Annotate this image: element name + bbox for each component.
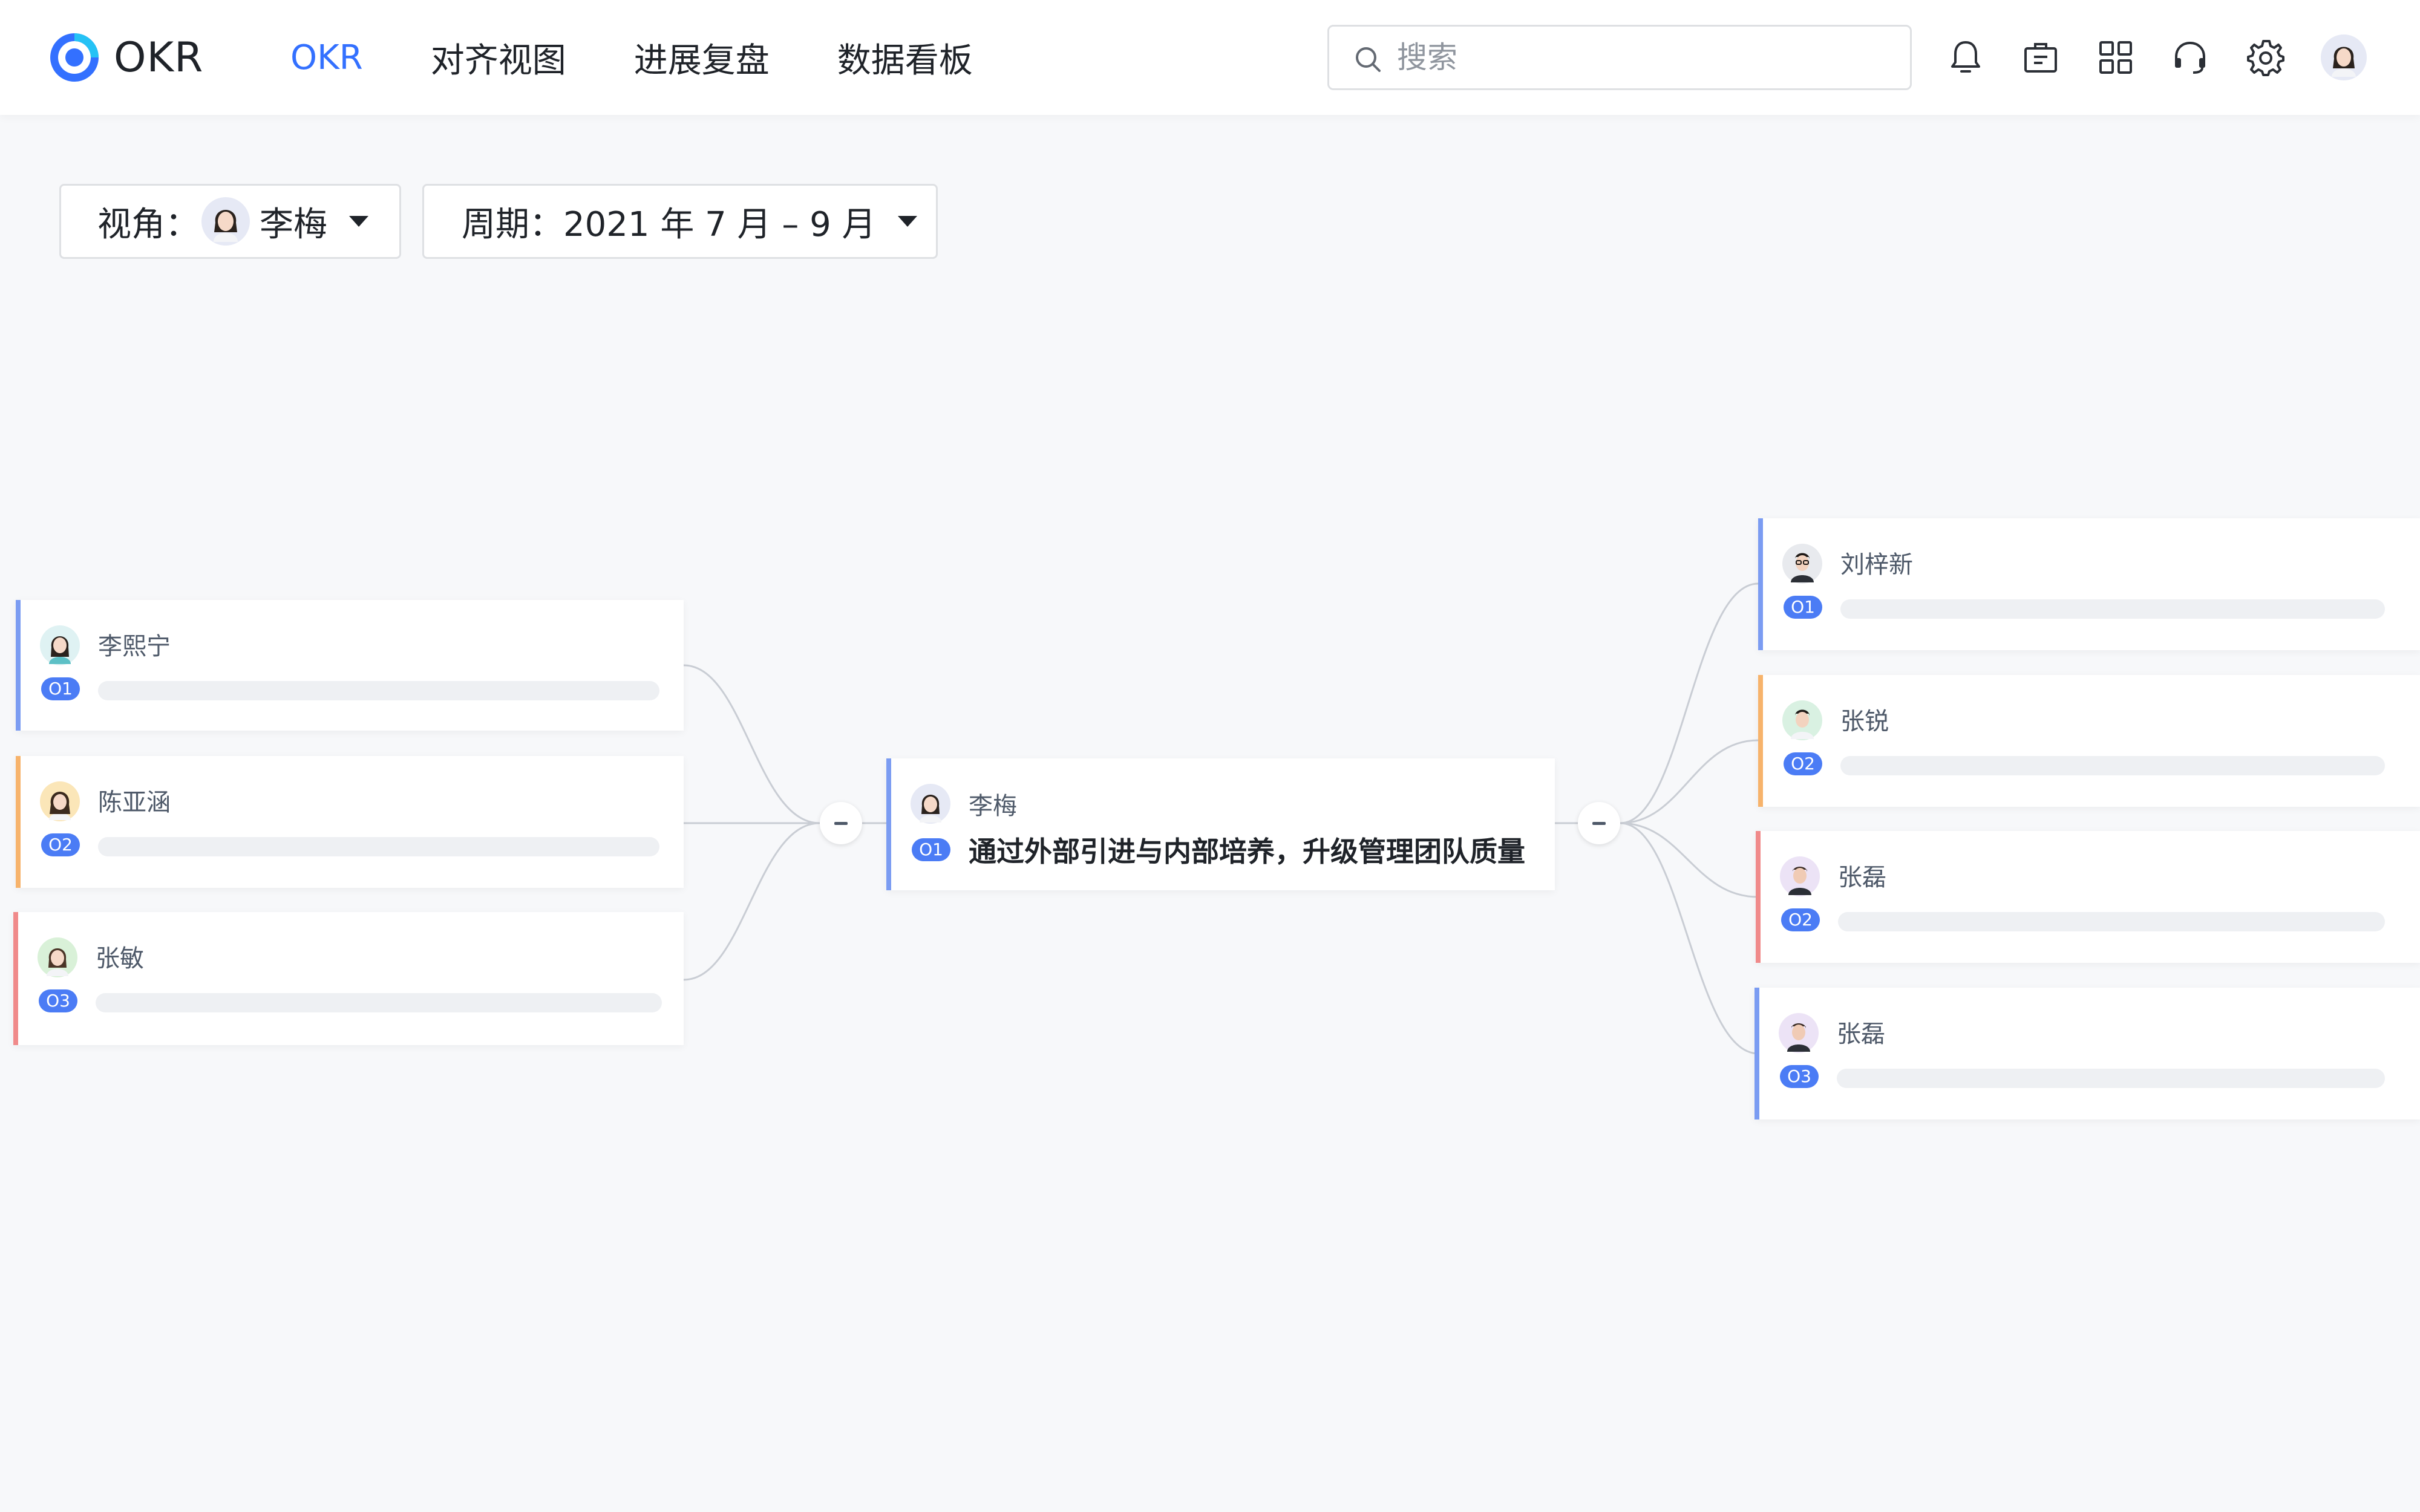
app-logo[interactable]: OKR: [48, 31, 203, 83]
link-left-3: [683, 822, 820, 981]
top-bar: OKR OKR 对齐视图 进展复盘 数据看板: [0, 0, 2420, 115]
center-okr-card[interactable]: 李梅 O1 通过外部引进与内部培养，升级管理团队质量: [886, 758, 1555, 890]
objective-badge: O1: [912, 838, 950, 861]
avatar: [38, 937, 77, 977]
objective-title: 通过外部引进与内部培养，升级管理团队质量: [969, 835, 1525, 868]
minus-icon: [1592, 822, 1606, 825]
objective-badge: O1: [41, 677, 80, 700]
search-icon: [1356, 47, 1381, 72]
right-okr-card-4[interactable]: 张磊 O3: [1754, 988, 2420, 1119]
objective-placeholder-bar: [1838, 912, 2385, 931]
objective-placeholder-bar: [98, 681, 659, 700]
link-right-2: [1620, 739, 1759, 824]
objective-placeholder-bar: [98, 837, 659, 856]
avatar: [911, 784, 950, 824]
headset-icon[interactable]: [2170, 37, 2210, 77]
user-avatar[interactable]: [2321, 34, 2367, 80]
nav-tab-data-dashboard[interactable]: 数据看板: [837, 41, 973, 80]
left-okr-card-1[interactable]: 李熙宁 O1: [16, 600, 684, 731]
view-dropdown-caret-icon: [349, 216, 368, 227]
view-user-avatar: [201, 197, 250, 246]
objective-placeholder-bar: [1837, 1069, 2385, 1088]
owner-name: 陈亚涵: [98, 789, 171, 816]
collapse-right-toggle[interactable]: [1578, 802, 1620, 844]
owner-name: 刘梓新: [1840, 551, 1913, 579]
objective-placeholder-bar: [96, 993, 662, 1012]
objective-placeholder-bar: [1840, 756, 2385, 775]
owner-name: 李梅: [969, 792, 1017, 820]
link-left-1: [683, 664, 820, 824]
bell-icon[interactable]: [1946, 37, 1986, 77]
objective-badge: O2: [1784, 752, 1822, 775]
owner-name: 张磊: [1837, 1020, 1885, 1048]
collapse-left-toggle[interactable]: [820, 802, 862, 844]
link-right-3: [1620, 822, 1759, 898]
left-okr-card-2[interactable]: 陈亚涵 O2: [16, 756, 684, 888]
apps-grid-icon[interactable]: [2096, 37, 2136, 77]
period-dropdown-caret-icon: [897, 216, 917, 227]
nav-tab-progress-review[interactable]: 进展复盘: [633, 41, 770, 80]
owner-name: 李熙宁: [98, 633, 171, 660]
left-okr-card-3[interactable]: 张敏 O3: [13, 912, 684, 1045]
gear-icon[interactable]: [2246, 37, 2286, 77]
view-label: 视角：: [97, 204, 199, 244]
objective-badge: O1: [1784, 596, 1822, 619]
right-okr-card-2[interactable]: 张锐 O2: [1758, 675, 2420, 807]
avatar: [40, 625, 80, 665]
avatar: [1782, 544, 1822, 584]
nav-tab-alignment-view[interactable]: 对齐视图: [430, 41, 566, 80]
avatar: [1780, 856, 1820, 896]
view-selector[interactable]: 视角： 李梅: [59, 184, 401, 259]
view-user-name: 李梅: [260, 204, 327, 244]
right-okr-card-3[interactable]: 张磊 O2: [1756, 831, 2420, 963]
objective-placeholder-bar: [1840, 599, 2385, 619]
owner-name: 张敏: [96, 945, 144, 973]
minus-icon: [834, 822, 848, 825]
owner-name: 张磊: [1838, 864, 1886, 891]
period-label: 周期：: [462, 204, 563, 244]
period-value: 2021 年 7 月 – 9 月: [563, 204, 876, 244]
search-input[interactable]: [1397, 27, 1893, 88]
search-box[interactable]: [1327, 25, 1912, 90]
main-nav: OKR 对齐视图 进展复盘 数据看板: [290, 0, 1041, 115]
app-name: OKR: [114, 33, 204, 82]
objective-badge: O2: [41, 833, 80, 856]
objective-badge: O2: [1781, 908, 1820, 931]
right-okr-card-1[interactable]: 刘梓新 O1: [1758, 518, 2420, 650]
objective-badge: O3: [39, 989, 77, 1012]
avatar: [1779, 1013, 1819, 1053]
owner-name: 张锐: [1840, 708, 1889, 735]
link-right-1: [1620, 582, 1759, 824]
objective-badge: O3: [1780, 1065, 1819, 1088]
nav-tab-okr[interactable]: OKR: [290, 37, 363, 77]
link-right-4: [1620, 822, 1759, 1055]
avatar: [1782, 700, 1822, 740]
okr-logo-icon: [50, 33, 99, 82]
avatar: [40, 781, 80, 821]
period-selector[interactable]: 周期： 2021 年 7 月 – 9 月: [422, 184, 938, 259]
briefcase-icon[interactable]: [2021, 37, 2061, 77]
